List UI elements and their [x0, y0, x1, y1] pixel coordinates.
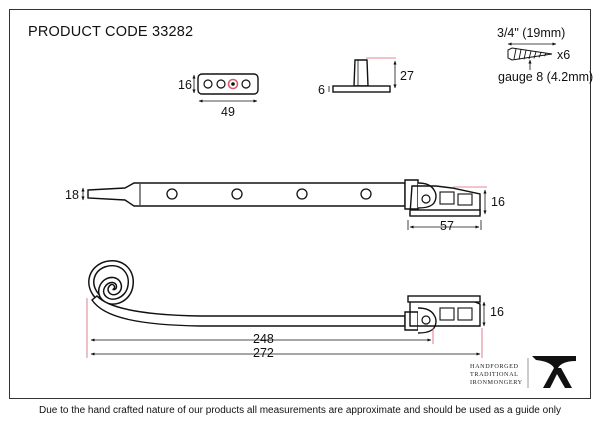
- brand-line-1: HANDFORGED: [470, 363, 519, 370]
- product-code: PRODUCT CODE 33282: [28, 24, 194, 40]
- pin-base: [332, 85, 391, 93]
- bracket-width-label: 57: [440, 219, 454, 233]
- keep-plate-hole-left: [203, 79, 213, 89]
- keep-plate-hole-right: [241, 79, 251, 89]
- screw-icon: [507, 47, 553, 61]
- length-to-bracket-label: 248: [253, 332, 274, 346]
- monkey-tail-stay: 16 248 272: [86, 259, 504, 360]
- screw-spec: 3/4" (19mm) x6 gauge 8 (4.2mm): [497, 26, 593, 84]
- pin-base-label: 6: [318, 83, 325, 97]
- stay-hole-1: [166, 188, 178, 200]
- screw-quantity-label: x6: [557, 48, 570, 62]
- screw-length-label: 3/4" (19mm): [497, 26, 565, 40]
- straight-stay: 18 16 57: [65, 179, 505, 233]
- bracket-height-label: 16: [491, 195, 505, 209]
- stay-hole-4: [360, 188, 372, 200]
- keep-plate-center-dot: [231, 82, 235, 86]
- keep-plate-hole-mid-left: [216, 79, 226, 89]
- drawing-frame: [9, 9, 591, 399]
- screw-gauge-label: gauge 8 (4.2mm): [498, 70, 593, 84]
- monkey-tail-bracket: [404, 295, 481, 334]
- anvil-logo-icon: [532, 356, 576, 388]
- straight-stay-arm: [87, 182, 406, 207]
- pin: 27 6: [318, 57, 414, 97]
- brand-line-2: TRADITIONAL: [470, 371, 519, 378]
- monkey-tail-arm: [91, 295, 406, 327]
- brand-block: HANDFORGED TRADITIONAL IRONMONGERY: [470, 356, 576, 388]
- brand-line-3: IRONMONGERY: [470, 379, 523, 386]
- stay-hole-2: [231, 188, 243, 200]
- keep-plate: 16 49: [178, 73, 259, 119]
- keep-plate-height-label: 16: [178, 78, 192, 92]
- keep-plate-width-label: 49: [221, 105, 235, 119]
- stay-hole-3: [296, 188, 308, 200]
- overall-length-label: 272: [253, 346, 274, 360]
- stay-width-label: 18: [65, 188, 79, 202]
- straight-stay-bracket: [404, 179, 481, 217]
- pin-height-label: 27: [400, 69, 414, 83]
- disclaimer-text: Due to the hand crafted nature of our pr…: [39, 405, 561, 416]
- pin-shaft: [353, 59, 369, 87]
- tail-bracket-height-label: 16: [490, 305, 504, 319]
